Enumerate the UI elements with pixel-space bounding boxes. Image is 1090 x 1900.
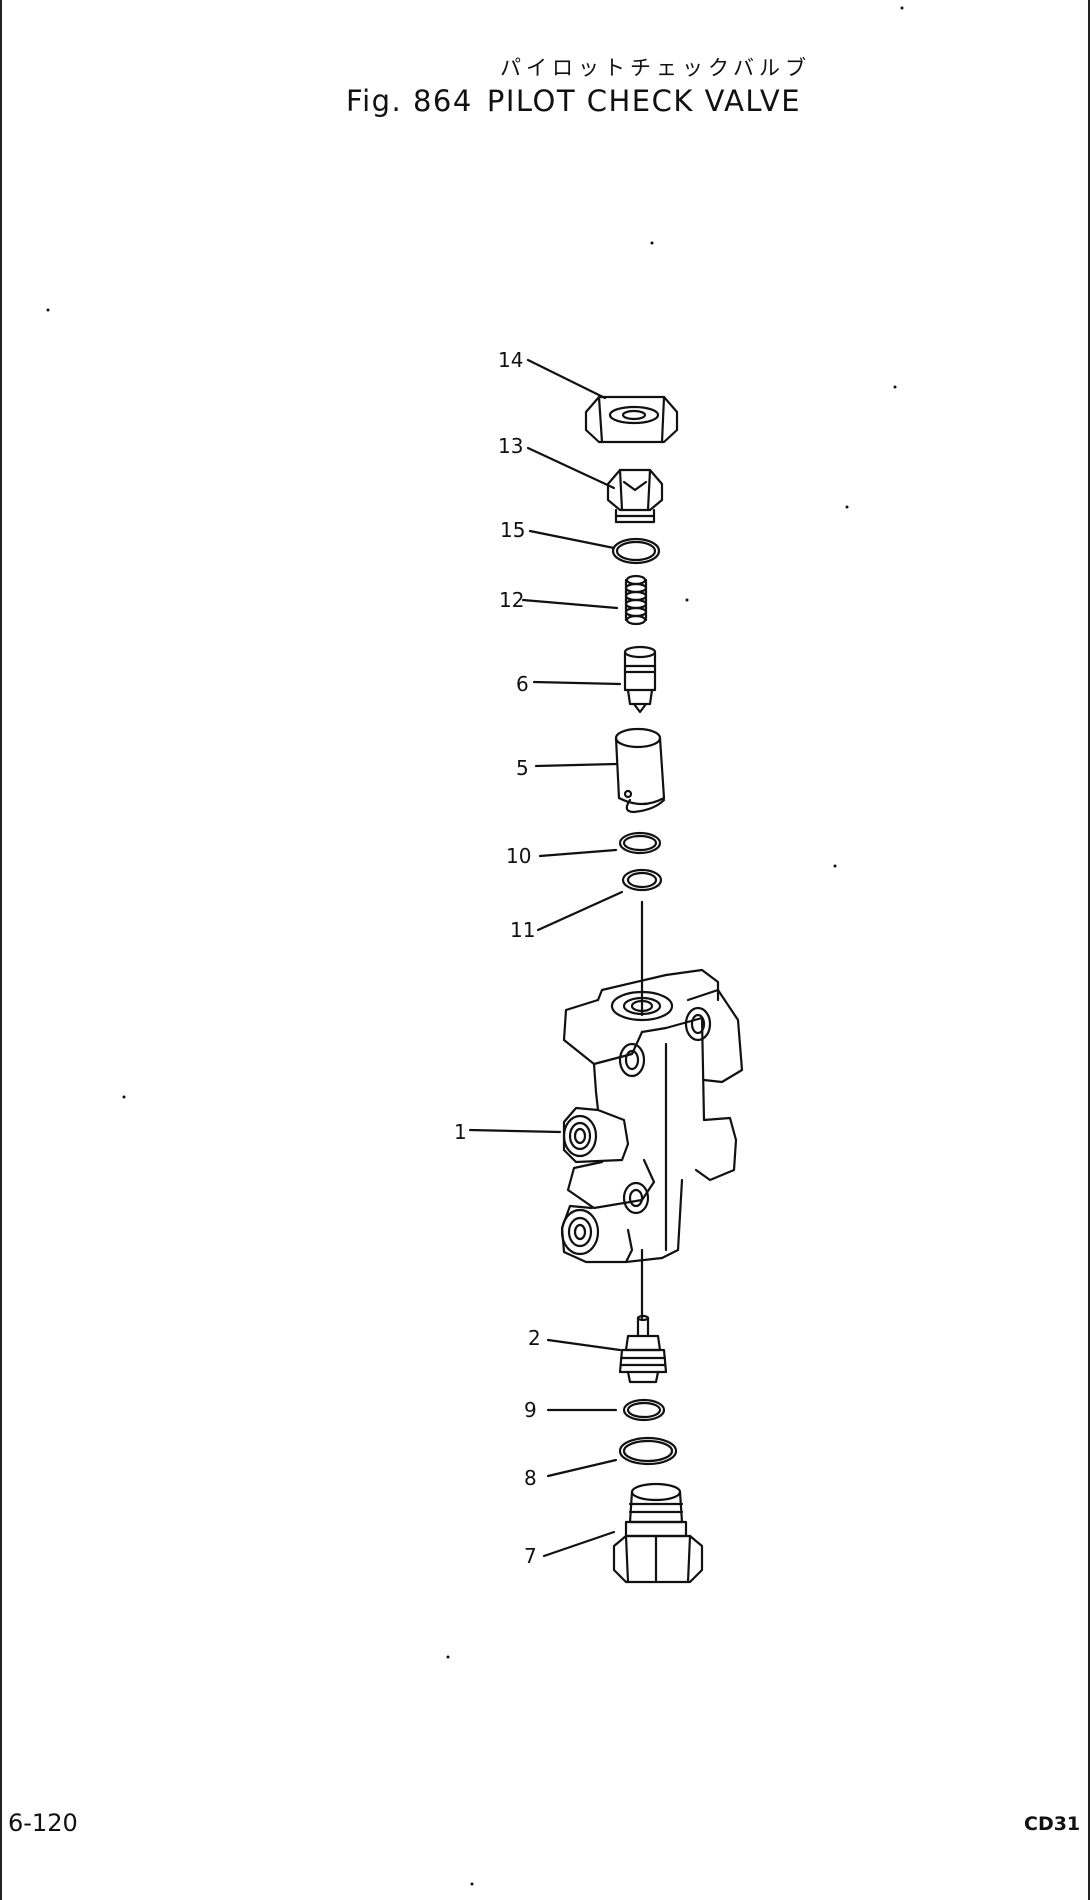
part-11-o-ring bbox=[621, 868, 663, 892]
part-10-backup-ring bbox=[618, 831, 662, 855]
callout-10: 10 bbox=[506, 844, 532, 868]
leader-2 bbox=[546, 1338, 622, 1352]
part-6-poppet bbox=[623, 645, 657, 714]
callout-6: 6 bbox=[516, 672, 529, 696]
leader-lines bbox=[468, 358, 624, 1558]
part-5-sleeve bbox=[614, 727, 666, 814]
callout-1: 1 bbox=[454, 1120, 467, 1144]
figure-name: PILOT CHECK VALVE bbox=[486, 84, 802, 118]
page-number: 6-120 bbox=[8, 1809, 78, 1837]
callout-15: 15 bbox=[500, 518, 526, 542]
part-14-locknut bbox=[584, 395, 679, 444]
title-japanese: パイロットチェックバルブ bbox=[500, 56, 811, 80]
leader-6 bbox=[532, 680, 622, 686]
callout-12: 12 bbox=[499, 588, 525, 612]
part-9-o-ring bbox=[622, 1398, 666, 1422]
part-8-o-ring bbox=[618, 1436, 678, 1466]
document-code: CD31 bbox=[1024, 1813, 1081, 1835]
part-12-spring bbox=[624, 574, 648, 626]
callout-13: 13 bbox=[498, 434, 524, 458]
figure-title: Fig. 864 PILOT CHECK VALVE bbox=[346, 84, 815, 118]
callout-8: 8 bbox=[524, 1466, 537, 1490]
callout-7: 7 bbox=[524, 1544, 537, 1568]
part-1-valve-body bbox=[560, 968, 744, 1264]
part-13-plug bbox=[606, 468, 664, 524]
leader-11 bbox=[536, 890, 624, 932]
callout-14: 14 bbox=[498, 348, 524, 372]
leader-15 bbox=[528, 529, 616, 550]
leader-5 bbox=[534, 762, 618, 768]
callout-9: 9 bbox=[524, 1398, 537, 1422]
callout-5: 5 bbox=[516, 756, 529, 780]
leader-13 bbox=[526, 446, 616, 490]
part-15-o-ring bbox=[611, 537, 661, 565]
figure-label: Fig. 864 bbox=[346, 84, 473, 118]
leader-14 bbox=[526, 358, 607, 400]
leader-8 bbox=[546, 1458, 618, 1478]
leader-12 bbox=[521, 598, 619, 610]
part-7-plug bbox=[612, 1482, 704, 1584]
callout-11: 11 bbox=[510, 918, 536, 942]
leader-1 bbox=[468, 1128, 562, 1134]
leader-7 bbox=[542, 1530, 616, 1558]
part-2-piston bbox=[618, 1314, 668, 1384]
callout-2: 2 bbox=[528, 1326, 541, 1350]
scan-specks bbox=[46, 6, 904, 1886]
leader-10 bbox=[538, 848, 618, 858]
